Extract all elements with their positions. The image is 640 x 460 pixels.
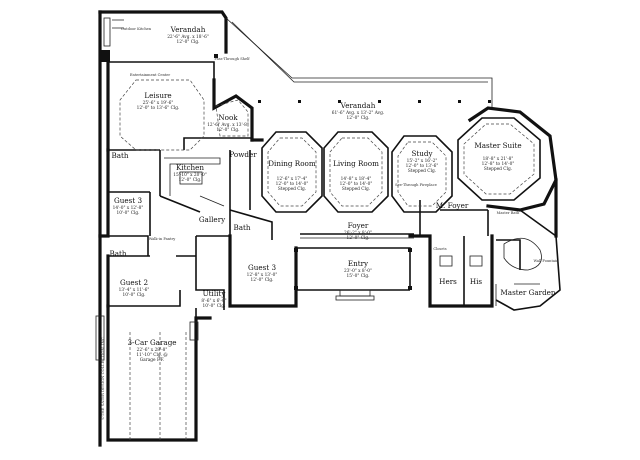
study-label: Study xyxy=(411,149,433,158)
leisure-dim-2: 12'-0" to 13'-6" Clg. xyxy=(137,106,180,111)
garage-dim-1: 22'-6" x 28'-8" xyxy=(137,348,168,353)
verandah-main-label: Verandah xyxy=(340,101,376,110)
garage-dim-2: 11'-10" Clg. @ xyxy=(136,353,167,358)
gallery-label: Gallery xyxy=(199,215,226,224)
master-octagon xyxy=(457,117,541,201)
bath-2-label: Bath xyxy=(109,249,126,258)
foyer-dim-1: 26'-2" x 8'-0" xyxy=(344,231,372,236)
nook-dim-2: 12'-0" Clg. xyxy=(217,128,240,133)
living-dim-1: 14'-8" x 18'-4" xyxy=(341,177,372,182)
living-label: Living Room xyxy=(333,159,379,168)
room-labels: Verandah 22'-6" Avg. x 18'-6" 12'-0" Clg… xyxy=(109,25,555,363)
kitchen-dim-1: 15'-10" x 20'-0" xyxy=(173,173,207,178)
exterior-walls xyxy=(98,10,561,447)
guest2-dim-1: 13'-4" x 11'-6" xyxy=(119,288,150,293)
note-see-through-fireplace: See-Through Fireplace xyxy=(395,183,437,187)
garage-dim-3: Garage F.F. xyxy=(140,358,165,363)
entry-steps xyxy=(335,289,375,301)
guest2-label: Guest 2 xyxy=(120,278,148,287)
note-entertainment-center: Entertainment Center xyxy=(130,73,170,77)
verandah-top-label: Verandah xyxy=(170,25,206,34)
guest3-right-dim-1: 12'-8" x 13'-0" xyxy=(247,273,278,278)
study-dim-2: 12'-0" to 13'-6" xyxy=(406,164,439,169)
kitchen-label: Kitchen xyxy=(176,163,204,172)
study-dim-3: Stepped Clg. xyxy=(408,169,436,174)
master-suite-label: Master Suite xyxy=(474,141,521,150)
copyright-text: ©THE SATER DESIGN COLLECTION, INC. xyxy=(100,336,105,420)
kitchen-dim-2: 12'-0" Clg. xyxy=(179,178,202,183)
guest3-left-dim-2: 10'-0" Clg. xyxy=(117,211,140,216)
note-closets: Closets xyxy=(433,247,446,251)
master-suite-dim-1: 18'-8" x 21'-8" xyxy=(483,157,514,162)
hers-label: Hers xyxy=(439,277,457,286)
dining-dim-2: 12'-0" to 14'-0" xyxy=(276,182,309,187)
dining-label: Dining Room xyxy=(268,159,316,168)
bath-3-label: Bath xyxy=(233,223,250,232)
foyer-dim-2: 12'-0" Clg. xyxy=(347,236,370,241)
leisure-ceiling xyxy=(119,79,249,151)
master-bath-details xyxy=(439,237,542,306)
utility-label: Utility xyxy=(203,289,227,298)
study-octagon xyxy=(391,135,453,213)
octagon-rooms xyxy=(261,117,541,213)
living-octagon xyxy=(323,131,389,213)
master-garden-label: Master Garden xyxy=(500,288,556,297)
nook-dim-1: 12'-6" Avg. x 13'-8" xyxy=(207,123,249,128)
note-pass-thru-shelf: Pass-Through Shelf xyxy=(214,57,250,61)
master-suite-dim-2: 12'-8" to 14'-0" xyxy=(482,162,515,167)
powder-label: Powder xyxy=(229,150,257,159)
foyer-label: Foyer xyxy=(348,221,369,230)
garage-details xyxy=(95,315,199,440)
living-dim-3: Stepped Clg. xyxy=(342,187,370,192)
entry-dim-1: 23'-0" x 8'-0" xyxy=(344,269,372,274)
verandah-top-dim-2: 12'-0" Clg. xyxy=(177,40,200,45)
guest3-right-label: Guest 3 xyxy=(248,263,276,272)
note-walk-in-pantry: Walk-in Pantry xyxy=(149,237,176,241)
garage-label: 3-Car Garage xyxy=(127,338,176,347)
verandah-main-dim-2: 12'-0" Clg. xyxy=(347,116,370,121)
outdoor-kitchen-counter xyxy=(103,17,124,47)
nook-label: Nook xyxy=(218,113,238,122)
guest3-left-dim-1: 14'-0" x 12'-8" xyxy=(113,206,144,211)
entry-dim-2: 15'-0" Clg. xyxy=(347,274,370,279)
dining-dim-3: Stepped Clg. xyxy=(278,187,306,192)
notes: Outdoor Kitchen Entertainment Center Pas… xyxy=(121,27,559,263)
note-wall-fountain: Wall Fountain xyxy=(533,259,559,263)
guest3-right-dim-2: 12'-0" Clg. xyxy=(251,278,274,283)
master-suite-dim-3: Stepped Clg. xyxy=(484,167,512,172)
kitchen-counters xyxy=(164,157,225,207)
guest3-left-label: Guest 3 xyxy=(114,196,142,205)
interior-walls xyxy=(149,137,521,310)
his-label: His xyxy=(470,277,483,286)
leisure-label: Leisure xyxy=(144,91,171,100)
leisure-dim-1: 25'-6" x 19'-6" xyxy=(143,101,174,106)
utility-dim-2: 10'-0" Clg. xyxy=(203,304,226,309)
note-outdoor-kitchen: Outdoor Kitchen xyxy=(121,27,152,31)
study-dim-1: 15'-2" x 16'-2" xyxy=(407,159,438,164)
verandah-main-dim-1: 61'-6" Avg. x 13'-2" Avg. xyxy=(332,111,384,116)
verandah-top-dim-1: 22'-6" Avg. x 18'-6" xyxy=(167,35,209,40)
m-foyer-label: M. Foyer xyxy=(436,201,469,210)
entry-label: Entry xyxy=(348,259,369,268)
guest2-dim-2: 10'-0" Clg. xyxy=(123,293,146,298)
dining-octagon xyxy=(261,131,323,213)
verandah-columns xyxy=(100,50,491,290)
bath-1-label: Bath xyxy=(111,151,128,160)
dining-dim-1: 12'-6" x 17'-4" xyxy=(277,177,308,182)
utility-dim-1: 8'-6" x 6'-0" xyxy=(201,299,226,304)
note-master-bath: Master Bath xyxy=(497,211,520,215)
living-dim-2: 12'-0" to 14'-0" xyxy=(340,182,373,187)
